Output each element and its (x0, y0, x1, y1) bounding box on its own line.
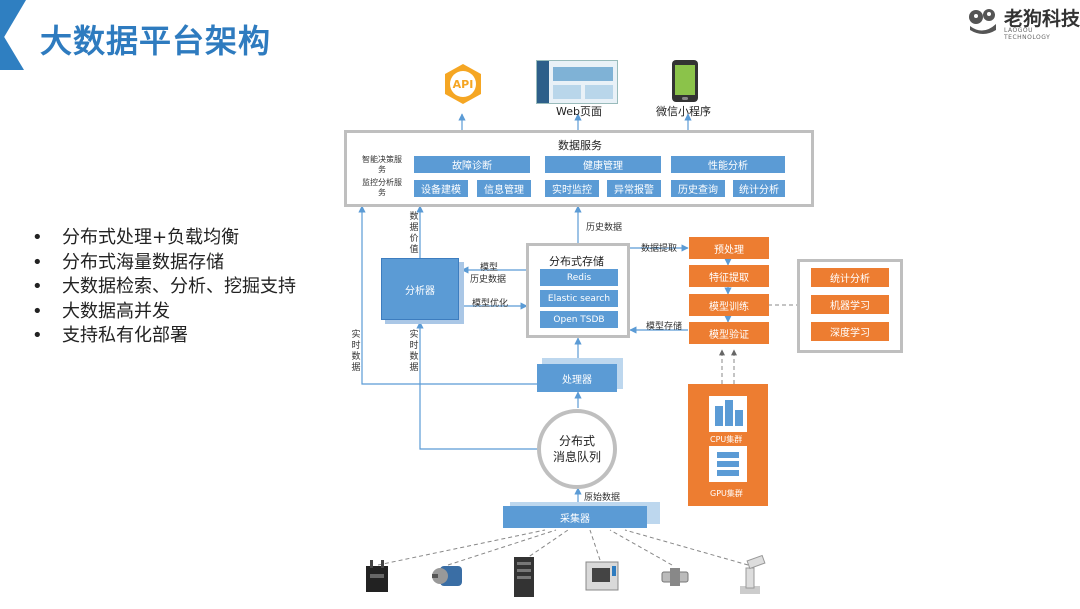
monitor-service-label: 监控分析服务 (362, 178, 402, 197)
performance-analysis-block: 性能分析 (671, 156, 785, 173)
edge-label-model: 模型 (480, 263, 499, 273)
health-management-block: 健康管理 (545, 156, 661, 173)
gpu-cluster-icon (709, 446, 747, 482)
brand-name: 老狗科技 (1004, 8, 1080, 30)
link-device-3 (523, 529, 569, 561)
anomaly-alarm-block: 异常报警 (607, 180, 661, 197)
corner-decoration-lower (0, 30, 24, 70)
link-device-4 (589, 529, 601, 561)
decision-service-label: 智能决策服务 (362, 155, 402, 174)
feature-item: 大数据高并发 (32, 300, 296, 325)
link-device-2 (447, 529, 557, 566)
link-device-6 (624, 529, 749, 566)
cpu-cluster-label: CPU集群 (710, 435, 743, 444)
robot-arm-icon (740, 554, 766, 594)
link-device-5 (609, 529, 673, 566)
collector-block: 采集器 (503, 506, 647, 528)
web-page-screenshot-icon (536, 60, 618, 104)
industrial-gateway-icon (366, 560, 388, 592)
edge-label-realtime-inner: 实时数据 (409, 330, 419, 373)
api-icon: API (445, 64, 481, 104)
cnc-machine-icon (585, 561, 619, 591)
analyzer-block: 分析器 (381, 258, 459, 320)
realtime-monitor-block: 实时监控 (545, 180, 599, 197)
edge-label-realtime-outer: 实时数据 (351, 330, 361, 373)
fault-diagnosis-block: 故障诊断 (414, 156, 530, 173)
server-rack-icon (514, 557, 534, 597)
edge-label-extract: 数据提取 (641, 244, 678, 254)
info-management-block: 信息管理 (477, 180, 531, 197)
model-training-block: 模型训练 (689, 294, 769, 316)
data-service-title: 数据服务 (558, 139, 602, 152)
opentsdb-block: Open TSDB (540, 311, 618, 328)
preprocess-block: 预处理 (689, 237, 769, 259)
model-validation-block: 模型验证 (689, 322, 769, 344)
statistical-analysis-block: 统计分析 (733, 180, 785, 197)
edge-label-model-store: 模型存储 (646, 322, 683, 332)
processor-block: 处理器 (537, 364, 617, 392)
queue-label-line2: 消息队列 (552, 450, 601, 464)
mini-program-label: 微信小程序 (656, 105, 711, 118)
motor-icon (432, 566, 462, 586)
redis-block: Redis (540, 269, 618, 286)
stat-analysis-method: 统计分析 (811, 268, 889, 287)
feature-item: 支持私有化部署 (32, 324, 296, 349)
brand-logo-icon (969, 9, 996, 34)
deep-learning-method: 深度学习 (811, 322, 889, 341)
arrow-queue-to-analyzer (416, 321, 537, 450)
feature-list: 分布式处理+负载均衡 分布式海量数据存储 大数据检索、分析、挖掘支持 大数据高并… (32, 226, 296, 349)
feature-item: 大数据检索、分析、挖掘支持 (32, 275, 296, 300)
gpu-cluster-label: GPU集群 (710, 489, 743, 498)
edge-label-history: 历史数据 (470, 275, 507, 285)
feature-extract-block: 特征提取 (689, 265, 769, 287)
mobile-phone-icon (672, 60, 698, 102)
feature-item: 分布式处理+负载均衡 (32, 226, 296, 251)
page-title: 大数据平台架构 (40, 22, 272, 60)
storage-title: 分布式存储 (549, 255, 604, 268)
queue-label-line1: 分布式 (558, 434, 595, 448)
message-queue-node: 分布式 消息队列 (537, 409, 617, 489)
edge-label-history-data: 历史数据 (586, 223, 623, 233)
device-modeling-block: 设备建模 (414, 180, 468, 197)
arrow-processor-to-service (358, 205, 537, 385)
edge-label-data-value: 数据价值 (409, 212, 419, 255)
cpu-cluster-icon (709, 396, 747, 432)
machine-learning-method: 机器学习 (811, 295, 889, 314)
edge-label-model-optimize: 模型优化 (472, 299, 509, 309)
history-query-block: 历史查询 (671, 180, 725, 197)
edge-label-raw-data: 原始数据 (584, 493, 621, 503)
svg-text:API: API (453, 78, 474, 91)
link-device-1 (377, 529, 546, 566)
web-page-label: Web页面 (556, 105, 602, 118)
elasticsearch-block: Elastic search (540, 290, 618, 307)
linear-actuator-icon (661, 568, 689, 586)
feature-item: 分布式海量数据存储 (32, 251, 296, 276)
brand-subtitle: LAOGOU TECHNOLOGY (1004, 27, 1051, 41)
